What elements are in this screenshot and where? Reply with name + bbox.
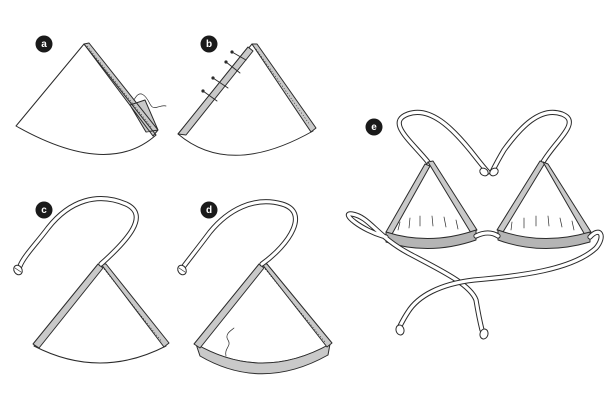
step-e-left-cup-band <box>385 229 477 249</box>
step-e-right-cup <box>496 160 592 249</box>
step-d-left-binding <box>193 263 265 349</box>
step-c-label-badge: c <box>35 201 53 219</box>
step-e-label-badge: e <box>365 118 383 136</box>
step-a-label-badge: a <box>35 35 53 53</box>
step-a-panel: a <box>15 35 167 155</box>
step-b-label-badge: b <box>200 35 218 53</box>
step-d-label: d <box>206 205 212 216</box>
step-a-triangle-piece <box>15 42 167 155</box>
step-c-panel: c <box>13 196 170 364</box>
step-e-neck-cord-tips <box>479 167 499 177</box>
step-c-cord-tip <box>13 264 23 276</box>
step-e-left-cup <box>385 160 478 249</box>
step-c-label: c <box>41 205 47 216</box>
step-a-label: a <box>41 39 47 50</box>
step-b-triangle-piece <box>177 43 317 156</box>
step-e-label: e <box>371 122 377 133</box>
step-b-panel: b <box>177 35 317 156</box>
step-c-triangle-piece <box>13 196 170 364</box>
step-d-thread <box>225 327 235 357</box>
step-d-label-badge: d <box>200 201 218 219</box>
step-e-right-cup-band <box>497 229 591 249</box>
step-d-bottom-binding <box>195 343 331 375</box>
step-b-label: b <box>206 39 212 50</box>
step-d-triangle-piece <box>177 199 333 375</box>
step-e-underbust-cord-tips <box>395 324 489 340</box>
step-c-left-binding <box>32 263 104 349</box>
step-d-panel: d <box>177 199 333 375</box>
step-b-pins <box>201 50 247 102</box>
step-e-neck-straps <box>396 109 572 177</box>
step-e-underbust-cord <box>345 211 604 340</box>
step-e-panel: e <box>345 109 604 340</box>
step-a-binding-strip <box>83 42 159 137</box>
step-d-cord-tip <box>177 264 187 276</box>
step-a-thread <box>133 93 167 108</box>
